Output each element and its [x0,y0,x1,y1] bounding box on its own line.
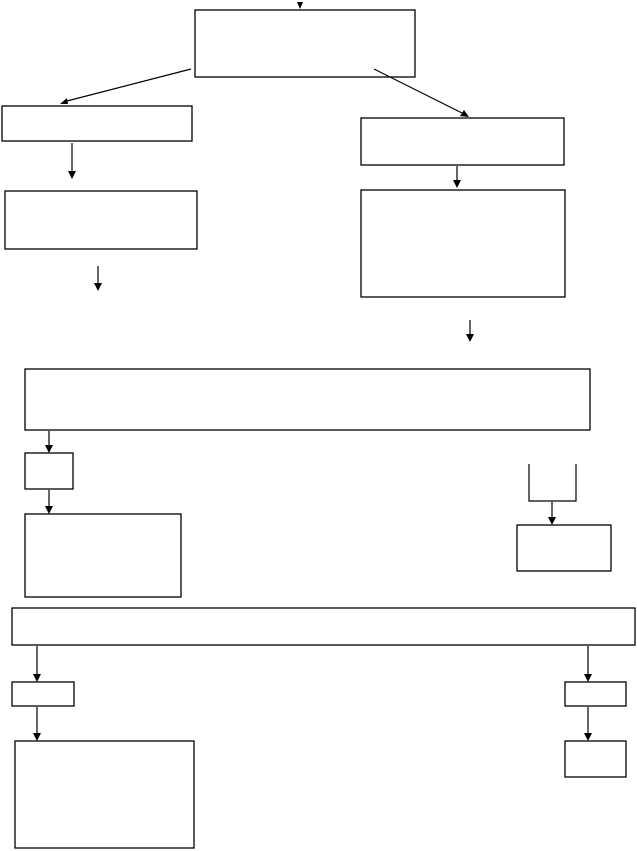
right-box-2 [360,189,566,298]
small-box-left [24,452,74,490]
wide-box-2 [11,607,636,646]
box-left-4 [14,740,195,849]
box-right-3 [516,524,612,572]
wide-box-1 [24,368,591,431]
arrowhead-to-box-left-3 [45,506,53,514]
arrowhead-top-entry [297,2,303,9]
connector-top-to-left [66,68,192,102]
box-right-4 [564,740,627,778]
arrowhead-to-small-box-left [45,445,53,453]
arrowhead-to-small-box-left-2 [33,674,41,682]
arrowhead-to-box-left-4 [33,733,41,741]
arrowhead-to-left-box-2 [68,171,76,179]
connector-top-to-right [373,68,463,114]
box-left-3 [24,513,182,598]
small-box-left-2 [11,681,75,707]
arrowhead-left-2-down [94,283,102,291]
arrowhead-to-right-box-1 [460,110,469,117]
arrowhead-right-2-down [466,334,474,342]
right-box-1 [360,117,565,166]
left-box-2 [4,190,198,250]
arrowhead-to-right-box-2 [453,180,461,188]
bracket-shape [528,464,577,502]
arrowhead-to-small-box-right-2 [584,674,592,682]
left-box-1 [1,105,193,142]
arrowhead-to-box-right-4 [584,733,592,741]
top-box [194,9,416,78]
arrowhead-to-box-right-3 [548,517,556,525]
arrowhead-to-left-box-1 [60,98,68,104]
small-box-right-2 [564,681,627,707]
